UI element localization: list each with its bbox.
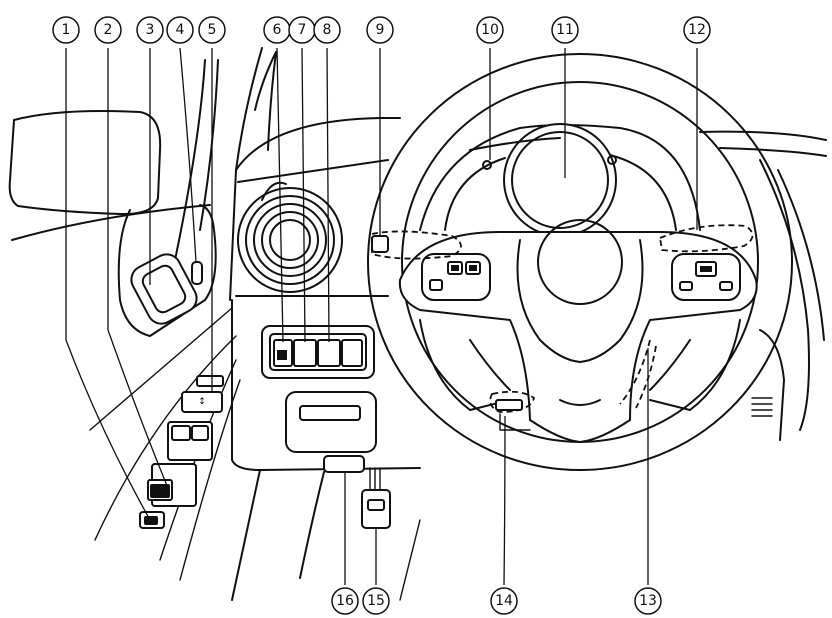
callout-13-label: 13 xyxy=(639,593,657,609)
callout-15: 15 xyxy=(362,587,390,615)
leader-lines xyxy=(65,47,698,586)
callout-5: 5 xyxy=(198,16,226,44)
callout-3-label: 3 xyxy=(146,22,155,38)
floor xyxy=(231,469,421,601)
callout-2-label: 2 xyxy=(104,22,113,38)
callout-4: 4 xyxy=(166,16,194,44)
lower-panel xyxy=(285,391,377,473)
hood-release xyxy=(361,467,391,529)
callout-9: 9 xyxy=(366,16,394,44)
callout-7-label: 7 xyxy=(298,22,307,38)
callout-16-label: 16 xyxy=(336,593,354,609)
a-pillar xyxy=(174,47,277,301)
callout-6-label: 6 xyxy=(273,22,282,38)
switch-panel xyxy=(261,325,375,379)
callout-4-label: 4 xyxy=(176,22,185,38)
callout-13: 13 xyxy=(634,587,662,615)
callout-10: 10 xyxy=(476,16,504,44)
air-vent xyxy=(237,181,343,293)
callout-14: 14 xyxy=(490,587,518,615)
svg-text:↕: ↕ xyxy=(198,397,206,407)
callout-2: 2 xyxy=(94,16,122,44)
callout-9-label: 9 xyxy=(376,22,385,38)
callout-7: 7 xyxy=(288,16,316,44)
callout-8: 8 xyxy=(313,16,341,44)
callout-10-label: 10 xyxy=(481,22,499,38)
callout-1: 1 xyxy=(52,16,80,44)
callout-14-label: 14 xyxy=(495,593,513,609)
callout-8-label: 8 xyxy=(323,22,332,38)
inner-door-handle xyxy=(130,253,203,325)
callout-16: 16 xyxy=(331,587,359,615)
highlight-regions xyxy=(371,224,754,431)
instrument-cluster xyxy=(419,123,701,237)
callout-11: 11 xyxy=(551,16,579,44)
callout-11-label: 11 xyxy=(556,22,574,38)
callout-6: 6 xyxy=(263,16,291,44)
right-steering-switches xyxy=(671,253,741,301)
callout-12: 12 xyxy=(683,16,711,44)
power-window-switches: ↕ xyxy=(139,375,224,529)
callout-5-label: 5 xyxy=(208,22,217,38)
side-mirror xyxy=(8,110,162,216)
callout-12-label: 12 xyxy=(688,22,706,38)
callout-1-label: 1 xyxy=(62,22,71,38)
door-panel xyxy=(11,204,241,581)
left-steering-switches xyxy=(421,253,491,301)
callout-15-label: 15 xyxy=(367,593,385,609)
callout-3: 3 xyxy=(136,16,164,44)
